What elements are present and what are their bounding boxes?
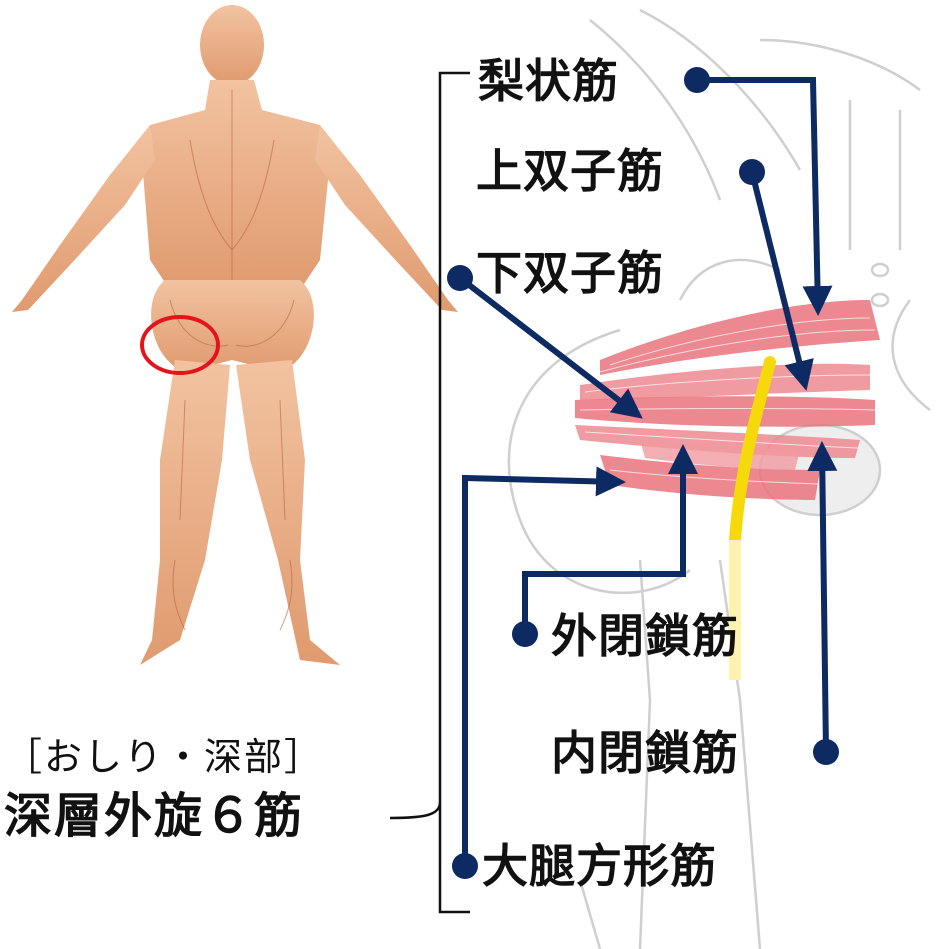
sciatic-nerve	[729, 356, 776, 546]
diagram-title: 深層外旋６筋	[4, 788, 305, 844]
callout-quadratus-femoris	[462, 466, 626, 866]
subtitle: ［おしり・深部］	[4, 735, 325, 779]
callout-obturator-externus	[522, 444, 698, 634]
label-piriformis: 梨状筋	[478, 54, 619, 108]
callout-lines	[458, 77, 838, 866]
dot-obturator-externus	[512, 621, 538, 647]
quadratus-femoris-muscle	[600, 455, 820, 500]
label-quadratus-femoris: 大腿方形筋	[482, 839, 717, 893]
callout-dots	[447, 67, 839, 879]
callout-obturator-internus	[807, 441, 838, 753]
callout-piriformis	[697, 77, 833, 316]
label-obturator-externus: 外閉鎖筋	[551, 609, 739, 663]
label-gemellus-superior: 上双子筋	[476, 144, 664, 198]
callout-gemellus-superior	[749, 171, 814, 391]
piriformis-muscle	[600, 300, 880, 375]
label-obturator-internus: 内閉鎖筋	[551, 726, 739, 780]
callout-gemellus-inferior	[458, 275, 643, 419]
group-bracket	[389, 71, 470, 914]
dot-gemellus-inferior	[447, 265, 473, 291]
dot-obturator-internus	[813, 739, 839, 765]
dot-piriformis	[684, 67, 710, 93]
label-gemellus-inferior: 下双子筋	[476, 246, 664, 300]
highlight-circle	[140, 315, 220, 375]
obturator-internus-muscle	[575, 396, 875, 427]
dot-gemellus-superior	[739, 159, 765, 185]
dot-quadratus-femoris	[452, 853, 478, 879]
human-back-figure	[12, 5, 458, 665]
